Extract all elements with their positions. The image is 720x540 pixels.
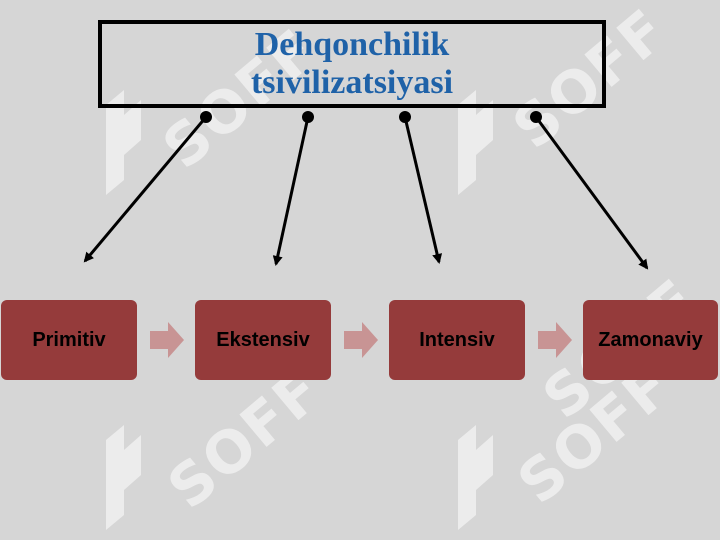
flow-arrow-icon — [344, 322, 378, 358]
arrow-to-primitiv — [83, 111, 212, 263]
arrow-to-intensiv — [399, 111, 443, 264]
watermark-logo-icon — [106, 90, 141, 195]
stage-ekstensiv: Ekstensiv — [195, 300, 331, 380]
flow-arrow-icon — [150, 322, 184, 358]
flow-arrow-icon — [538, 322, 572, 358]
arrow-to-ekstensiv — [272, 111, 314, 266]
stage-zamonaviy: Zamonaviy — [583, 300, 718, 380]
stage-primitiv: Primitiv — [1, 300, 137, 380]
watermark-logo-icon — [458, 90, 493, 195]
title-box: Dehqonchilik tsivilizatsiyasi — [98, 20, 606, 108]
stage-intensiv: Intensiv — [389, 300, 525, 380]
arrow-to-zamonaviy — [530, 111, 649, 270]
title-line-1: Dehqonchilik — [254, 26, 450, 63]
watermark-logo-icon — [458, 425, 493, 530]
title-line-2: tsivilizatsiyasi — [250, 64, 454, 101]
watermark-logo-icon — [106, 425, 141, 530]
